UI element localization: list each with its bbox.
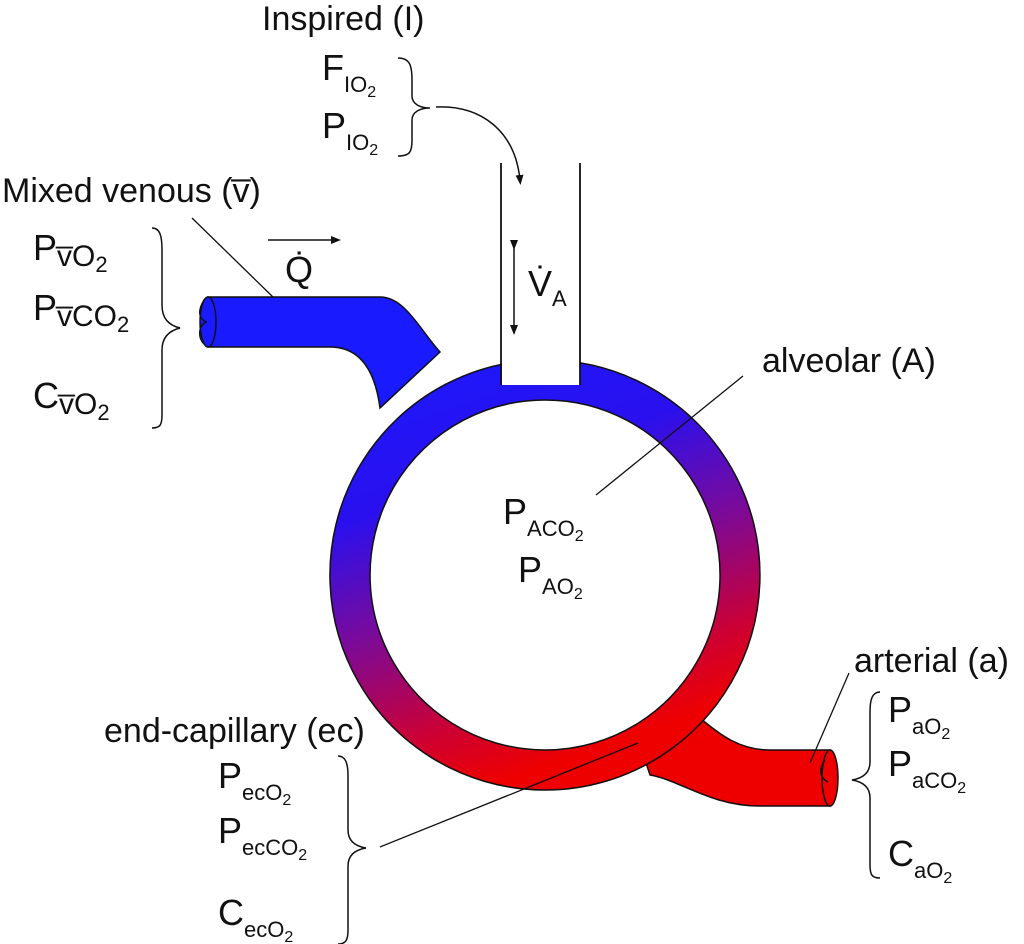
mixed-venous-label: Mixed venous (v̅) [2, 172, 261, 210]
venous-var-3: Cv̅O2 [33, 375, 110, 425]
inspired-arrow [435, 106, 524, 185]
arterial-leader [809, 672, 850, 764]
end-capillary-var-3: CecO2 [218, 892, 293, 944]
alveolar-label: alveolar (A) [762, 342, 936, 380]
venous-vessel [207, 296, 442, 410]
ventilation-symbol: V̇A [528, 263, 567, 311]
inspired-label: Inspired (I) [262, 0, 425, 38]
arterial-var-3: CaO2 [888, 833, 952, 887]
end-capillary-leader [379, 742, 639, 848]
venous-brace [151, 227, 181, 429]
end-capillary-var-2: PecCO2 [218, 810, 307, 864]
flow-symbol: Q̇ [285, 249, 313, 290]
venous-var-1: Pv̅O2 [33, 227, 108, 277]
airway-gap [502, 330, 580, 385]
arterial-var-1: PaO2 [888, 689, 950, 743]
arterial-vessel-end [821, 749, 839, 807]
inspired-var-1: FIO2 [322, 47, 376, 101]
end-capillary-label: end-capillary (ec) [104, 712, 365, 750]
venous-var-2: Pv̅CO2 [33, 287, 129, 337]
venous-vessel-end [199, 296, 217, 348]
arterial-label: arterial (a) [854, 642, 1009, 680]
capillary-ring [329, 359, 761, 791]
end-capillary-brace [337, 755, 367, 944]
alveolar-var-2: PAO2 [518, 549, 583, 603]
inspired-var-2: PIO2 [322, 105, 378, 159]
alveolar-var-1: PACO2 [503, 491, 584, 545]
end-capillary-var-1: PecO2 [218, 755, 291, 809]
arterial-brace [851, 691, 881, 879]
arterial-var-2: PaCO2 [888, 743, 966, 797]
alveolar-leader [595, 375, 744, 496]
venous-leader [191, 217, 275, 299]
inspired-brace [397, 57, 431, 157]
